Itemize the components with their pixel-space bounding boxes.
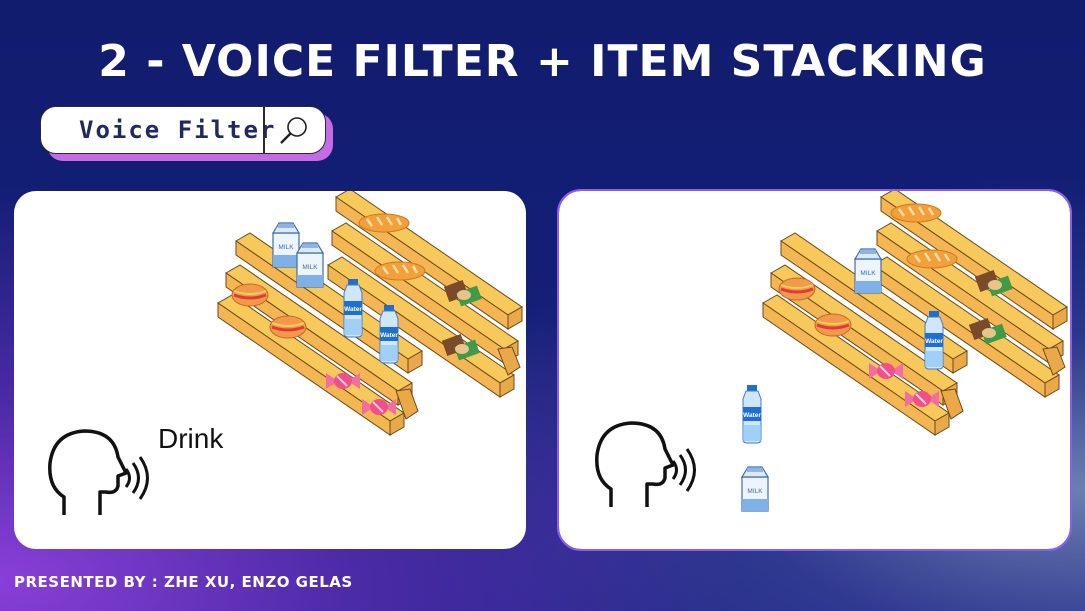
milk-carton-icon: [272, 222, 300, 268]
speaking-head-icon: [48, 429, 150, 517]
bread-icon: [905, 248, 959, 270]
spoken-word: Drink: [158, 423, 224, 454]
sandwich-icon: [268, 314, 308, 340]
right-panel: [557, 189, 1072, 551]
water-bottle-icon: [924, 310, 944, 370]
sandwich-icon: [777, 276, 817, 302]
water-bottle-icon: [742, 384, 762, 444]
bread-icon: [889, 202, 943, 224]
presenter-credits: PRESENTED BY : ZHE XU, ENZO GELAS: [14, 573, 353, 591]
left-panel: Drink: [14, 191, 526, 549]
milk-carton-icon: [854, 248, 882, 294]
milk-carton-icon: [741, 466, 769, 512]
sandwich-icon: [230, 282, 270, 308]
water-bottle-icon: [379, 304, 399, 364]
bread-icon: [373, 260, 427, 282]
magnifier-icon[interactable]: [277, 114, 311, 148]
water-bottle-icon: [343, 278, 363, 338]
search-divider: [263, 107, 265, 153]
page-title: 2 - VOICE FILTER + ITEM STACKING: [98, 36, 987, 87]
sandwich-icon: [813, 312, 853, 338]
speaking-head-icon: [595, 421, 697, 509]
milk-carton-icon: [296, 242, 324, 288]
voice-filter-search-bar[interactable]: Voice Filter: [40, 106, 326, 154]
bread-icon: [357, 212, 411, 234]
search-label: Voice Filter: [79, 116, 277, 144]
